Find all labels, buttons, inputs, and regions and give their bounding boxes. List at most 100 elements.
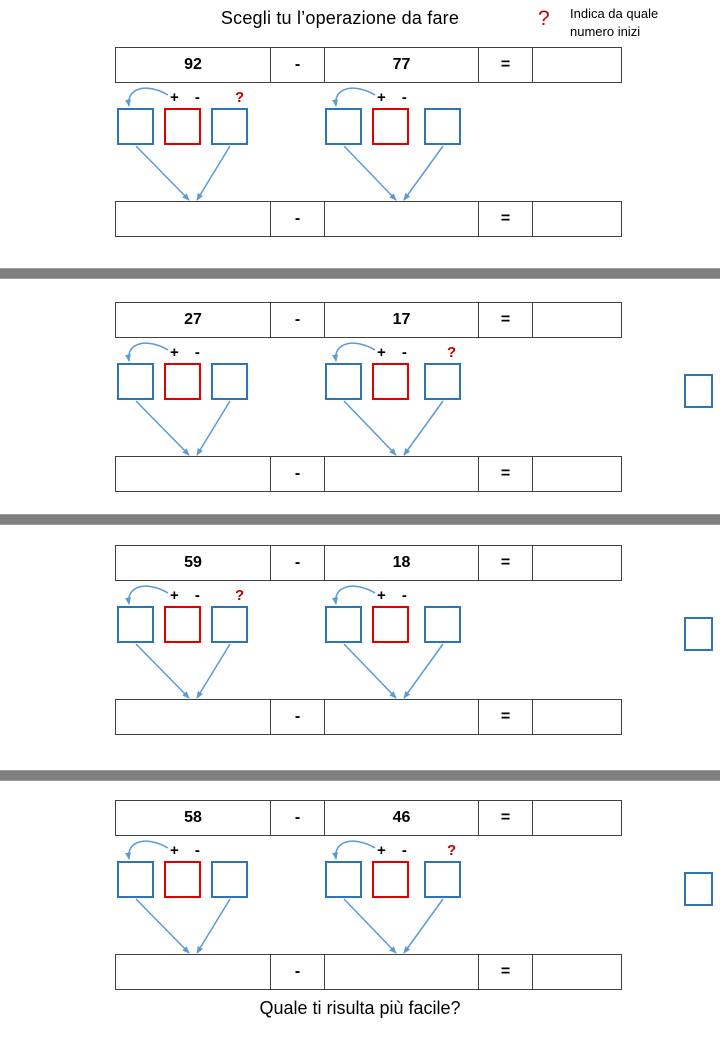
problem-table: 92 - 77 = [115,47,622,83]
start-question-mark: ? [447,842,457,859]
plus-minus-label: + - [170,344,206,361]
subtrahend-cell: 18 [324,546,478,580]
side-answer-box[interactable] [684,872,713,906]
bottom-left-cell[interactable] [116,202,270,236]
answer-box-red[interactable] [372,861,409,898]
answer-box[interactable] [117,363,154,400]
start-question-mark: ? [235,587,245,604]
plus-minus-label: + - [377,344,413,361]
problem-table: 27 - 17 = [115,302,622,338]
equals-cell: = [478,801,532,835]
section-divider [0,514,720,525]
plus-minus-label: + - [170,89,206,106]
result-cell[interactable] [532,303,621,337]
problem-table: 58 - 46 = [115,800,622,836]
operator-cell: - [270,48,324,82]
result-cell[interactable] [532,546,621,580]
answer-box[interactable] [325,363,362,400]
answer-box[interactable] [424,108,461,145]
equals-cell: = [478,48,532,82]
answer-box[interactable] [211,108,248,145]
result-cell[interactable] [532,48,621,82]
answer-box-red[interactable] [164,606,201,643]
bottom-right-cell[interactable] [324,202,478,236]
bottom-equals-cell: = [478,202,532,236]
exercise-section-1: 92 - 77 = + - ? + - - = [0,47,720,247]
minuend-cell: 27 [184,311,202,328]
answer-box[interactable] [211,861,248,898]
answer-table: - = [115,201,622,237]
bottom-result-cell[interactable] [532,202,621,236]
answer-box[interactable] [117,606,154,643]
bottom-result-cell[interactable] [532,955,621,989]
operator-cell: - [270,303,324,337]
answer-box[interactable] [424,606,461,643]
bottom-equals-cell: = [478,700,532,734]
bottom-equals-cell: = [478,457,532,491]
answer-box[interactable] [325,606,362,643]
side-answer-box[interactable] [684,374,713,408]
arrows-icon [125,840,444,954]
answer-box[interactable] [424,861,461,898]
hint-note-line2: numero inizi [570,23,641,39]
exercise-section-4: 58 - 46 = + - + - ? - = [0,800,720,1000]
operator-cell: - [270,546,324,580]
plus-minus-label: + - [377,89,413,106]
arrows-icon [125,585,444,699]
bottom-operator-cell: - [270,700,324,734]
result-cell[interactable] [532,801,621,835]
bottom-operator-cell: - [270,955,324,989]
plus-minus-label: + - [170,842,206,859]
answer-box-red[interactable] [164,363,201,400]
answer-box-red[interactable] [164,108,201,145]
hint-note: Indica da quale numero inizi [570,5,718,40]
answer-table: - = [115,456,622,492]
subtrahend-cell: 46 [324,801,478,835]
section-divider [0,770,720,781]
answer-box[interactable] [117,108,154,145]
start-question-mark: ? [235,89,245,106]
exercise-section-2: 27 - 17 = + - + - ? - = [0,302,720,502]
section-divider [0,268,720,279]
bottom-left-cell[interactable] [116,955,270,989]
start-question-mark: ? [447,344,457,361]
hint-note-line1: Indica da quale [570,6,659,21]
side-answer-box[interactable] [684,617,713,651]
bottom-right-cell[interactable] [324,955,478,989]
arrows-icon [125,87,444,201]
minuend-cell: 59 [184,554,202,571]
bottom-right-cell[interactable] [324,457,478,491]
answer-box-red[interactable] [372,108,409,145]
answer-box[interactable] [211,606,248,643]
bottom-operator-cell: - [270,202,324,236]
bottom-operator-cell: - [270,457,324,491]
answer-box[interactable] [117,861,154,898]
answer-box[interactable] [424,363,461,400]
bottom-left-cell[interactable] [116,700,270,734]
plus-minus-label: + - [377,587,413,604]
footer-question: Quale ti risulta più facile? [259,998,461,1018]
bottom-result-cell[interactable] [532,457,621,491]
page-title: Scegli tu l’operazione da fare [220,8,460,28]
plus-minus-label: + - [377,842,413,859]
answer-box[interactable] [211,363,248,400]
answer-box[interactable] [325,861,362,898]
bottom-equals-cell: = [478,955,532,989]
answer-box-red[interactable] [372,363,409,400]
bottom-result-cell[interactable] [532,700,621,734]
bottom-right-cell[interactable] [324,700,478,734]
bottom-left-cell[interactable] [116,457,270,491]
arrows-icon [125,342,444,456]
equals-cell: = [478,546,532,580]
answer-box[interactable] [325,108,362,145]
equals-cell: = [478,303,532,337]
minuend-cell: 92 [184,56,202,73]
exercise-section-3: 59 - 18 = + - ? + - - = [0,545,720,745]
subtrahend-cell: 77 [324,48,478,82]
problem-table: 59 - 18 = [115,545,622,581]
answer-box-red[interactable] [372,606,409,643]
answer-box-red[interactable] [164,861,201,898]
minuend-cell: 58 [184,809,202,826]
answer-table: - = [115,699,622,735]
